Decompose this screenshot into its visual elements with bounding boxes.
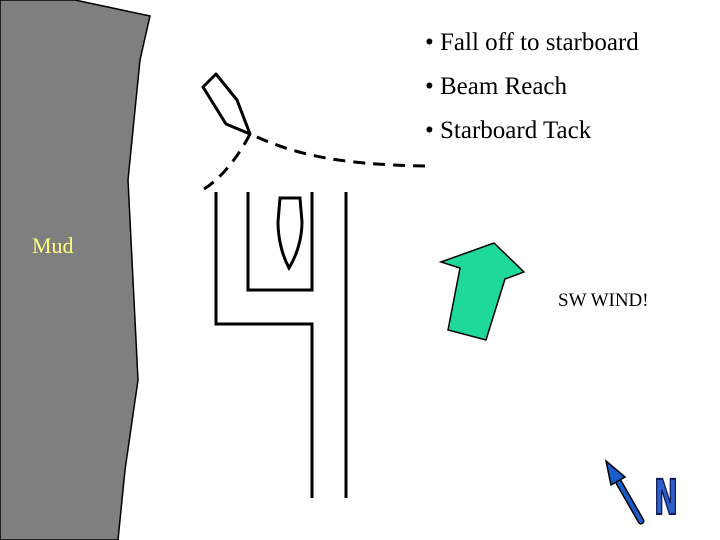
wind-arrow [438, 242, 526, 341]
instruction-starboard-tack: • Starboard Tack [425, 117, 592, 144]
mud-bank [0, 0, 151, 540]
wind-label: SW WIND! [558, 290, 649, 311]
moored-boat [276, 196, 304, 272]
departing-boat [201, 72, 252, 136]
instruction-beam-reach: • Beam Reach [425, 73, 568, 100]
instruction-fall-off: • Fall off to starboard [425, 29, 639, 56]
north-letter: N [654, 470, 678, 526]
dock [214, 192, 348, 498]
mud-label: Mud [32, 233, 74, 258]
north-arrow [604, 459, 645, 525]
course-line [203, 132, 431, 191]
